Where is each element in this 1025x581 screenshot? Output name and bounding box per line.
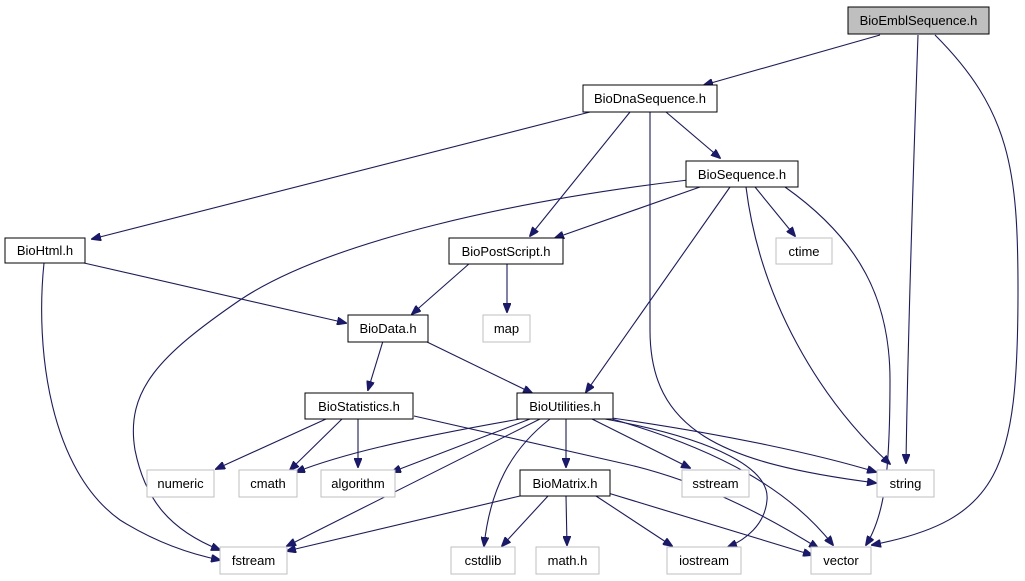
node-label: BioEmblSequence.h: [860, 13, 978, 28]
edge-biohtml-fstream: [41, 262, 220, 560]
node-biopostscript[interactable]: BioPostScript.h: [448, 237, 564, 265]
edge-bioutilities-fstream: [287, 418, 541, 546]
node-biodata[interactable]: BioData.h: [347, 314, 429, 343]
node-label: BioHtml.h: [17, 243, 73, 258]
node-bioutilities[interactable]: BioUtilities.h: [516, 392, 614, 420]
node-box-external: [146, 469, 215, 498]
node-label: sstream: [692, 476, 738, 491]
node-biomatrix[interactable]: BioMatrix.h: [519, 469, 611, 497]
edge-biosequence-vector: [784, 186, 891, 545]
edge-biosequence-bioutilities: [586, 186, 731, 392]
node-cmath[interactable]: cmath: [238, 469, 298, 498]
node-box: [4, 237, 86, 264]
edge-biodata-bioutilities: [424, 340, 532, 393]
node-biostatistics[interactable]: BioStatistics.h: [304, 392, 414, 420]
node-label: math.h: [548, 553, 588, 568]
edge-biostatistics-cmath: [290, 418, 343, 470]
edge-biomatrix-iostream: [595, 495, 672, 546]
node-label: map: [494, 321, 519, 336]
edges-layer: [41, 34, 1019, 560]
edge-biosequence-biopostscript: [555, 186, 701, 238]
edge-bioemblsequence-vector: [872, 34, 1019, 545]
edge-biosequence-string: [745, 186, 890, 464]
node-cstdlib[interactable]: cstdlib: [450, 546, 516, 575]
edge-bioutilities-cstdlib: [484, 418, 551, 546]
node-map[interactable]: map: [482, 314, 531, 343]
node-label: BioStatistics.h: [318, 399, 400, 414]
node-label: BioDnaSequence.h: [594, 91, 706, 106]
edge-bioemblsequence-biodnasequence: [704, 34, 881, 85]
node-label: cstdlib: [465, 553, 502, 568]
node-iostream[interactable]: iostream: [666, 546, 742, 575]
node-label: BioSequence.h: [698, 167, 786, 182]
nodes-layer: BioEmblSequence.h BioDnaSequence.h BioSe…: [4, 6, 990, 575]
node-label: BioData.h: [359, 321, 416, 336]
node-box-external: [775, 237, 833, 265]
node-label: string: [890, 476, 922, 491]
node-sstream[interactable]: sstream: [681, 469, 750, 498]
edge-biomatrix-fstream: [287, 495, 521, 551]
node-algorithm[interactable]: algorithm: [320, 469, 396, 498]
edge-bioemblsequence-string: [906, 34, 919, 463]
edge-biomatrix-math-h: [566, 495, 567, 545]
edge-biodnasequence-biosequence: [665, 111, 720, 158]
edge-biopostscript-biodata: [412, 262, 471, 314]
edge-bioutilities-cmath: [296, 418, 521, 472]
node-box-external: [666, 546, 742, 575]
node-biosequence[interactable]: BioSequence.h: [685, 160, 799, 188]
node-label: vector: [823, 553, 859, 568]
node-ctime[interactable]: ctime: [775, 237, 833, 265]
node-box-external: [450, 546, 516, 575]
edge-biosequence-ctime: [754, 186, 795, 236]
node-box-external: [810, 546, 872, 575]
node-box: [347, 314, 429, 343]
node-box: [582, 84, 718, 113]
edge-biostatistics-numeric: [216, 418, 327, 469]
node-label: fstream: [232, 553, 275, 568]
node-box-external: [535, 546, 600, 575]
edge-biodata-biostatistics: [368, 340, 384, 390]
node-label: cmath: [250, 476, 285, 491]
edge-biodnasequence-string: [649, 112, 876, 483]
node-vector[interactable]: vector: [810, 546, 872, 575]
node-box: [685, 160, 799, 188]
node-box-external: [320, 469, 396, 498]
node-fstream[interactable]: fstream: [219, 546, 288, 575]
node-box-external: [876, 469, 935, 498]
node-numeric[interactable]: numeric: [146, 469, 215, 498]
node-box: [519, 469, 611, 497]
node-box-external: [238, 469, 298, 498]
edge-biostatistics-vector: [413, 415, 818, 548]
node-label: ctime: [788, 244, 819, 259]
node-label: iostream: [679, 553, 729, 568]
node-box-external: [482, 314, 531, 343]
edge-bioutilities-iostream: [604, 418, 768, 547]
node-biodnasequence[interactable]: BioDnaSequence.h: [582, 84, 718, 113]
edge-bioutilities-string: [611, 417, 876, 472]
edge-biomatrix-vector: [607, 492, 812, 555]
node-label: algorithm: [331, 476, 384, 491]
edge-biohtml-biodata: [83, 262, 346, 323]
node-bioemblsequence[interactable]: BioEmblSequence.h: [847, 6, 990, 35]
edge-bioutilities-algorithm: [392, 418, 531, 472]
node-box: [448, 237, 564, 265]
node-box: [304, 392, 414, 420]
edge-biomatrix-cstdlib: [502, 495, 549, 546]
node-label: BioPostScript.h: [462, 244, 551, 259]
node-box-external: [219, 546, 288, 575]
edge-biodnasequence-biopostscript: [530, 111, 631, 236]
node-string[interactable]: string: [876, 469, 935, 498]
edge-bioutilities-sstream: [591, 418, 690, 468]
node-label: BioUtilities.h: [529, 399, 601, 414]
edge-biodnasequence-biohtml: [92, 111, 591, 239]
node-label: numeric: [157, 476, 204, 491]
node-biohtml[interactable]: BioHtml.h: [4, 237, 86, 264]
node-label: BioMatrix.h: [532, 476, 597, 491]
node-box-root: [847, 6, 990, 35]
node-box-external: [681, 469, 750, 498]
node-math-h[interactable]: math.h: [535, 546, 600, 575]
node-box: [516, 392, 614, 420]
